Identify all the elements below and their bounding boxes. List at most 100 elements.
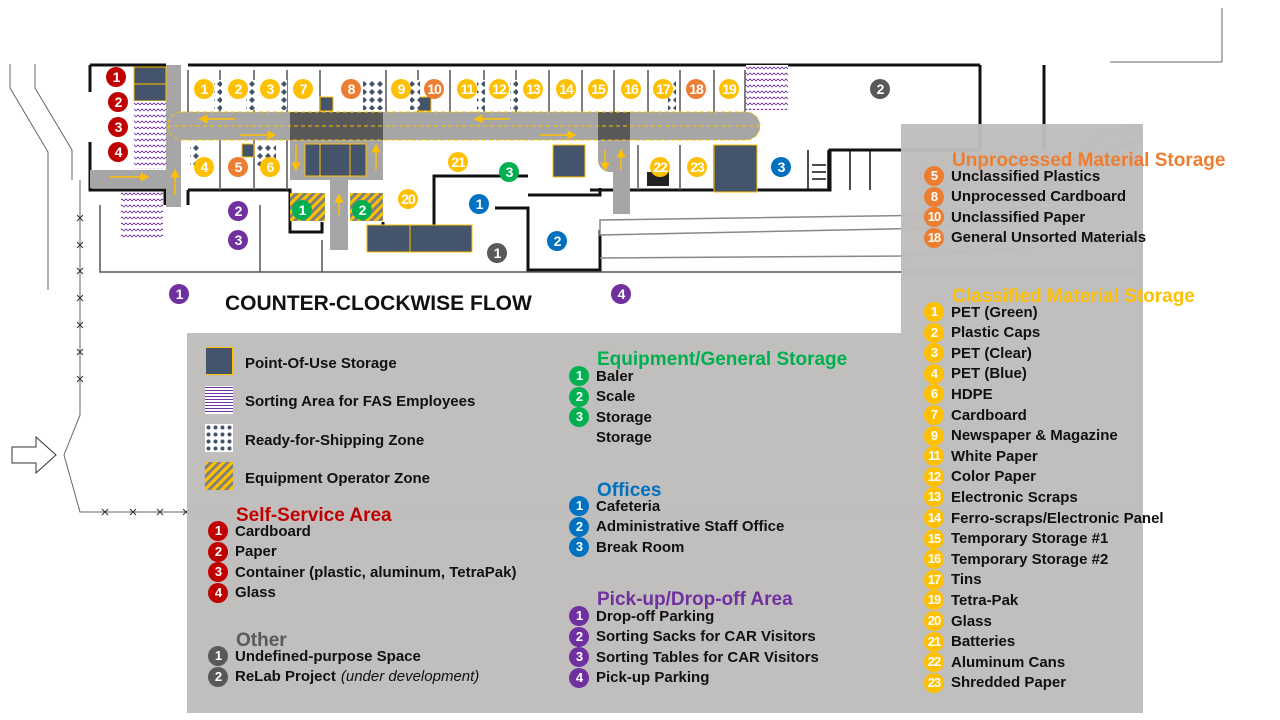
point-of-use-storage-swatch xyxy=(205,347,233,375)
classified-number-badge: 2 xyxy=(924,322,944,343)
classified-number-badge: 1 xyxy=(924,302,944,322)
classified-number-badge: 11 xyxy=(924,446,944,467)
list-item-label: Cafeteria xyxy=(596,497,661,515)
list-item-label: General Unsorted Materials xyxy=(951,229,1147,246)
map-marker-other-1: 1 xyxy=(487,243,507,263)
unprocessed-list-item: 5 Unclassified Plastics xyxy=(924,166,1100,186)
unprocessed-list-item: 18 General Unsorted Materials xyxy=(924,227,1147,248)
map-marker-equipment-3: 3 xyxy=(499,162,519,182)
classified-number-badge: 13 xyxy=(924,487,944,508)
map-marker-classified-4: 4 xyxy=(194,157,214,177)
map-marker-classified-13: 13 xyxy=(523,79,543,99)
list-item-label: Electronic Scraps xyxy=(951,488,1078,506)
classified-number-badge: 17 xyxy=(924,569,944,590)
list-item-label: Shredded Paper xyxy=(951,674,1067,692)
classified-number-badge: 20 xyxy=(924,611,944,631)
flow-arrows xyxy=(110,114,626,215)
map-marker-self-service-1: 1 xyxy=(106,67,126,87)
map-marker-classified-19: 19 xyxy=(719,79,739,99)
equipment-number-badge xyxy=(569,428,589,448)
building-walls xyxy=(88,63,1046,272)
map-marker-unprocessed-18: 18 xyxy=(686,79,706,99)
list-item-label: Tetra-Pak xyxy=(951,591,1019,609)
list-item-label: White Paper xyxy=(951,447,1038,465)
other-number-badge: 1 xyxy=(208,646,228,666)
unprocessed-heading: Unprocessed Material Storage xyxy=(952,150,1226,171)
pickup-number-badge: 2 xyxy=(569,626,589,647)
unprocessed-number-badge: 5 xyxy=(924,166,944,186)
sorting-areas xyxy=(121,65,788,238)
list-item-label: Sorting Sacks for CAR Visitors xyxy=(596,628,816,645)
unprocessed-number-badge: 18 xyxy=(924,227,944,248)
map-marker-pickup-3: 3 xyxy=(228,230,248,250)
list-item-label: Cardboard xyxy=(235,522,311,540)
unprocessed-number-badge: 10 xyxy=(924,207,944,227)
map-marker-self-service-2: 2 xyxy=(108,92,128,112)
list-item-label: Cardboard xyxy=(951,406,1027,424)
classified-list-item: 7 Cardboard xyxy=(924,405,1027,425)
list-item-label: Ferro-scraps/Electronic Panel xyxy=(951,509,1164,527)
classified-number-badge: 16 xyxy=(924,549,944,570)
other-list-item: 1 Undefined-purpose Space xyxy=(208,646,421,666)
map-marker-pickup-1: 1 xyxy=(169,284,189,304)
equipment-heading: Equipment/General Storage xyxy=(597,349,848,370)
classified-number-badge: 7 xyxy=(924,405,944,425)
map-marker-unprocessed-8: 8 xyxy=(341,79,361,99)
classified-list-item: 11 White Paper xyxy=(924,446,1038,467)
restroom-fixtures xyxy=(807,150,871,190)
map-marker-classified-21: 21 xyxy=(448,152,468,172)
classified-list-item: 19 Tetra-Pak xyxy=(924,590,1019,611)
other-heading: Other xyxy=(236,630,287,651)
list-item-label: Temporary Storage #2 xyxy=(951,550,1109,568)
equipment-number-badge: 3 xyxy=(569,407,589,427)
list-item-label: Temporary Storage #1 xyxy=(951,530,1109,548)
map-marker-classified-3: 3 xyxy=(260,79,280,99)
map-marker-offices-1: 1 xyxy=(469,194,489,214)
pickup-heading: Pick-up/Drop-off Area xyxy=(597,589,793,610)
list-item-label: Container (plastic, aluminum, TetraPak) xyxy=(235,563,517,581)
list-item-label: HDPE xyxy=(951,385,993,403)
map-marker-classified-15: 15 xyxy=(588,79,608,99)
classified-number-badge: 14 xyxy=(924,508,944,528)
map-marker-offices-3: 3 xyxy=(771,157,791,177)
point-of-use-storage xyxy=(133,66,758,253)
zone-legend-label: Equipment Operator Zone xyxy=(245,470,431,487)
zone-legend-label: Point-Of-Use Storage xyxy=(245,355,397,372)
list-item-label: Unclassified Plastics xyxy=(951,167,1101,185)
map-marker-classified-16: 16 xyxy=(621,79,641,99)
classified-number-badge: 19 xyxy=(924,590,944,611)
map-title: COUNTER-CLOCKWISE FLOW xyxy=(225,292,532,315)
fence-marks xyxy=(76,214,190,516)
classified-number-badge: 22 xyxy=(924,652,944,673)
list-item-label: Undefined-purpose Space xyxy=(235,647,421,665)
zone-legend-label: Sorting Area for FAS Employees xyxy=(245,393,476,410)
list-item-label: Drop-off Parking xyxy=(596,607,715,625)
map-marker-classified-14: 14 xyxy=(556,79,576,99)
equipment-number-badge: 1 xyxy=(569,366,589,386)
map-marker-classified-11: 11 xyxy=(457,79,477,99)
map-marker-classified-7: 7 xyxy=(293,79,313,99)
entrance-arrow xyxy=(11,435,57,475)
list-item-label: Pick-up Parking xyxy=(596,669,710,686)
map-marker-equipment-2: 2 xyxy=(352,200,372,220)
pickup-number-badge: 1 xyxy=(569,606,589,626)
list-item-label: Sorting Tables for CAR Visitors xyxy=(596,648,819,666)
map-marker-classified-22: 22 xyxy=(650,157,670,177)
other-number-badge: 2 xyxy=(208,666,228,687)
list-item-label: PET (Clear) xyxy=(951,344,1032,362)
classified-number-badge: 3 xyxy=(924,343,944,364)
